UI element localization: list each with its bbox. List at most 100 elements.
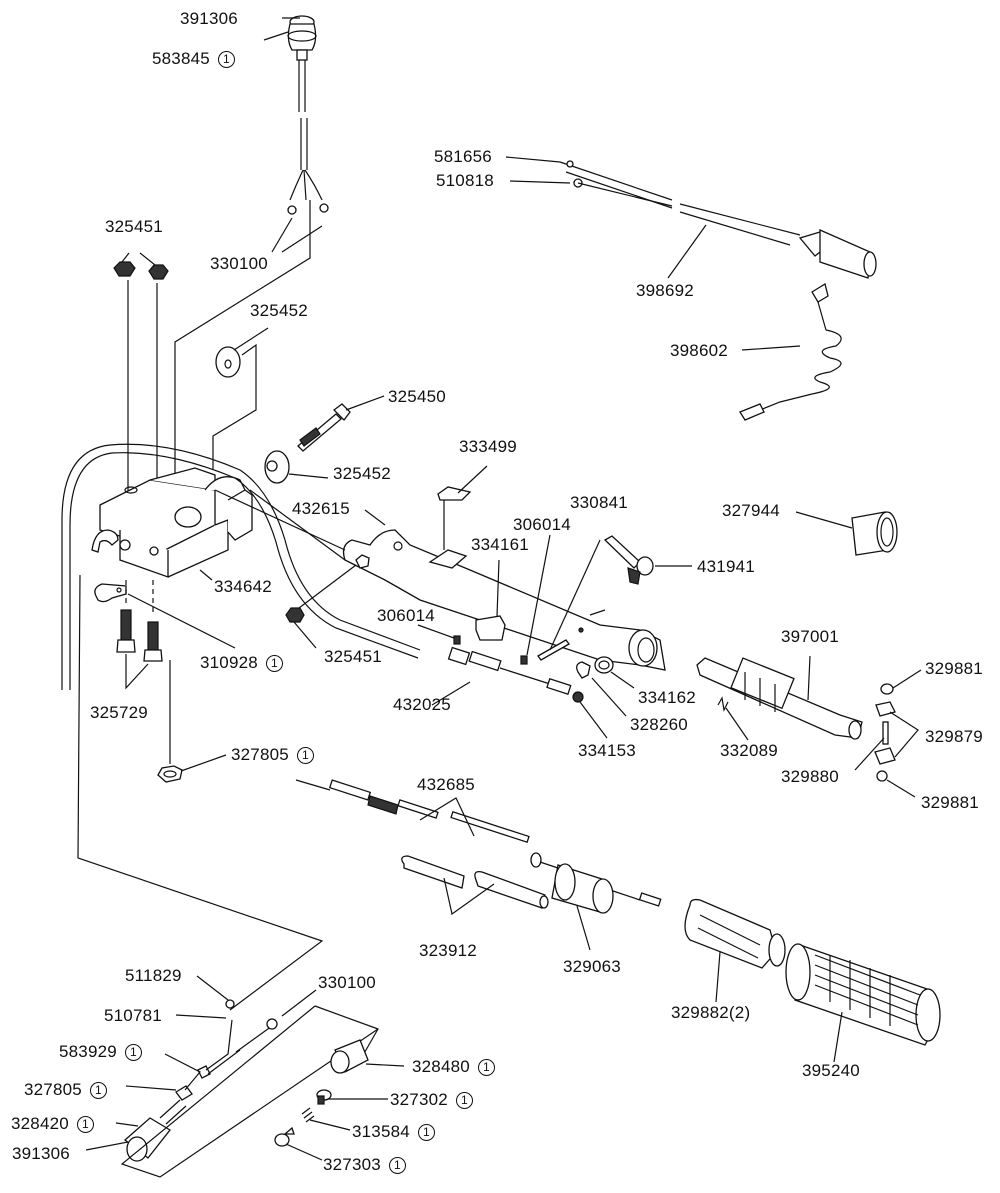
part-label: 332089 (720, 742, 778, 760)
part-number: 395240 (802, 1061, 860, 1080)
part-number: 391306 (12, 1144, 70, 1163)
weight-329063 (551, 863, 614, 914)
part-label: 330841 (570, 494, 628, 512)
part-number: 327302 (390, 1090, 448, 1109)
part-number: 398692 (636, 281, 694, 300)
part-label: 325451 (105, 218, 163, 236)
part-number: 325452 (250, 301, 308, 320)
part-number: 306014 (377, 606, 435, 625)
part-number: 325451 (324, 647, 382, 666)
part-number: 327944 (722, 501, 780, 520)
screws-325729 (116, 609, 163, 662)
part-number: 510818 (436, 171, 494, 190)
note-1-icon: 1 (477, 1059, 495, 1076)
note-1-icon: 1 (265, 655, 283, 672)
part-label: 328260 (630, 716, 688, 734)
part-label: 333499 (459, 438, 517, 456)
part-label: 325729 (90, 704, 148, 722)
connector-plug-bottom (123, 999, 278, 1162)
part-label: 432025 (393, 696, 451, 714)
note-1-icon: 1 (124, 1044, 142, 1061)
lanyard-398602 (739, 282, 842, 421)
part-number: 325729 (90, 703, 148, 722)
part-number: 391306 (180, 9, 238, 28)
part-label: 431941 (697, 558, 755, 576)
part-number: 334162 (638, 688, 696, 707)
part-label: 327303 1 (323, 1156, 406, 1174)
part-label: 334642 (214, 578, 272, 596)
part-number: 398602 (670, 341, 728, 360)
part-label: 510781 (104, 1007, 162, 1025)
part-label: 329879 (925, 728, 983, 746)
part-number: 581656 (434, 147, 492, 166)
part-number: 329881 (925, 659, 983, 678)
part-number: 329879 (925, 727, 983, 746)
part-number: 306014 (513, 515, 571, 534)
part-number: 334161 (471, 535, 529, 554)
part-number: 329881 (921, 793, 979, 812)
part-label: 398692 (636, 282, 694, 300)
note-1-icon: 1 (388, 1157, 406, 1174)
part-label: 432615 (292, 500, 350, 518)
part-label: 395240 (802, 1062, 860, 1080)
connector-plug-top (287, 15, 329, 215)
part-number: 329882(2) (671, 1003, 751, 1022)
part-label: 327944 (722, 502, 780, 520)
part-number: 327303 (323, 1155, 381, 1174)
part-number: 432685 (417, 775, 475, 794)
part-label: 511829 (125, 967, 182, 985)
grip-395240 (785, 943, 941, 1046)
part-number: 334642 (214, 577, 272, 596)
note-1-icon: 1 (217, 51, 235, 68)
part-number: 328480 (412, 1057, 470, 1076)
part-number: 511829 (125, 966, 182, 985)
note-1-icon: 1 (76, 1116, 94, 1133)
part-number: 330100 (210, 254, 268, 273)
part-label: 398602 (670, 342, 728, 360)
part-label: 306014 (513, 516, 571, 534)
grip-insert-329882 (684, 898, 786, 969)
part-label: 397001 (781, 628, 839, 646)
part-number: 432025 (393, 695, 451, 714)
part-label: 329881 (925, 660, 983, 678)
bolt-325450 (297, 403, 351, 452)
part-number: 432615 (292, 499, 350, 518)
part-label: 323912 (419, 942, 477, 960)
part-number: 325451 (105, 217, 163, 236)
part-label: 432685 (417, 776, 475, 794)
part-number: 333499 (459, 437, 517, 456)
part-label: 306014 (377, 607, 435, 625)
part-label: 310928 1 (200, 654, 283, 672)
note-1-icon: 1 (455, 1092, 473, 1109)
cable-end-432025 (447, 646, 584, 703)
note-1-icon: 1 (296, 747, 314, 764)
part-label: 583929 1 (59, 1043, 142, 1061)
part-number: 583929 (59, 1042, 117, 1061)
part-label: 330100 (318, 974, 376, 992)
part-label: 330100 (210, 255, 268, 273)
shaft-397001 (696, 657, 863, 740)
part-number: 327805 (24, 1080, 82, 1099)
part-number: 510781 (104, 1006, 162, 1025)
part-label: 510818 (436, 172, 494, 190)
part-number: 313584 (352, 1122, 410, 1141)
part-number: 329880 (781, 767, 839, 786)
part-number: 325450 (388, 387, 446, 406)
part-number: 330841 (570, 493, 628, 512)
part-label: 581656 (434, 148, 492, 166)
bracket-334642 (91, 467, 253, 578)
part-label: 334161 (471, 536, 529, 554)
part-label: 328480 1 (412, 1058, 495, 1076)
knob-431941 (603, 535, 654, 585)
part-label: 334162 (638, 689, 696, 707)
part-number: 329063 (563, 957, 621, 976)
part-number: 328420 (11, 1114, 69, 1133)
part-number: 310928 (200, 653, 258, 672)
part-label: 329881 (921, 794, 979, 812)
part-label: 328420 1 (11, 1115, 94, 1133)
note-1-icon: 1 (417, 1124, 435, 1141)
part-label: 329063 (563, 958, 621, 976)
part-label: 391306 (12, 1145, 70, 1163)
